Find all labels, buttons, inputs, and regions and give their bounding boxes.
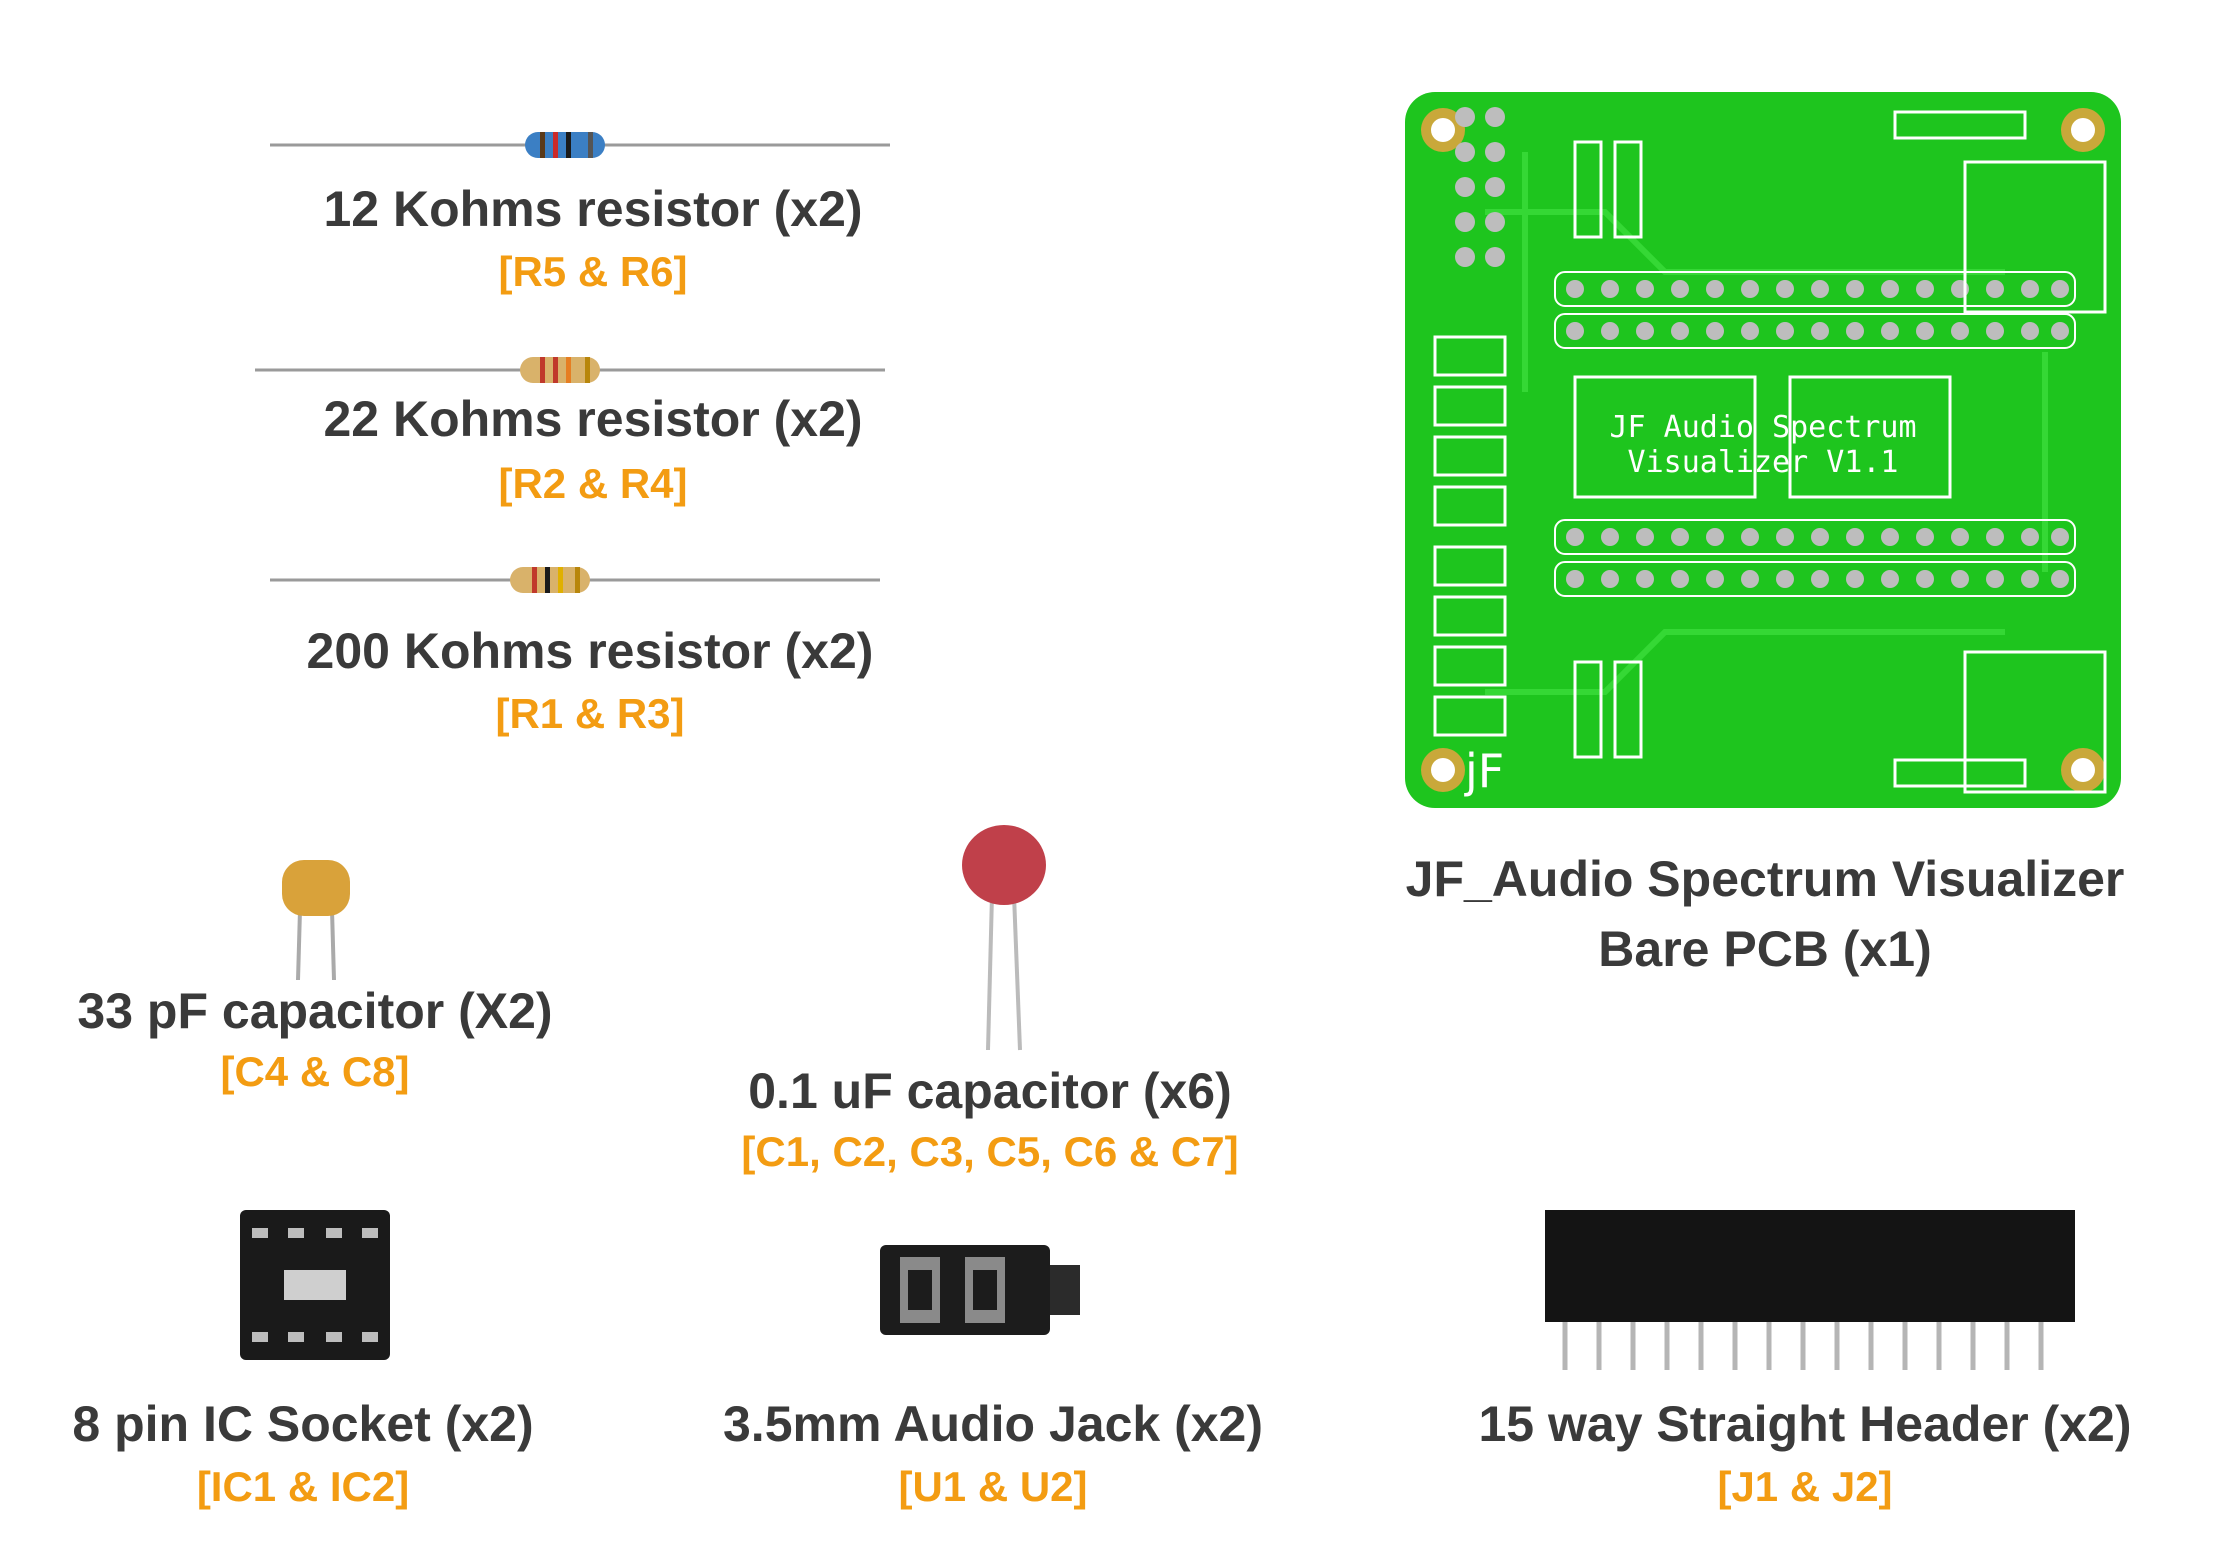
component-name: 8 pin IC Socket (x2)	[72, 1396, 534, 1452]
disc-capacitor-icon	[962, 825, 1046, 1051]
capacitor-33pf-image	[270, 855, 370, 985]
pcb-image: JF Audio Spectrum Visualizer V1.1 jF	[1405, 92, 2121, 808]
audio-jack-icon	[880, 1245, 1080, 1335]
capacitor-01uf-image	[950, 815, 1060, 1055]
component-ref: [IC1 & IC2]	[196, 1463, 410, 1510]
resistor-blue-icon	[270, 132, 890, 158]
component-ref: [R1 & R3]	[495, 690, 685, 737]
pcb-title-line1: JF Audio Spectrum	[1609, 410, 1916, 445]
ceramic-capacitor-icon	[282, 860, 350, 981]
resistor-tan-icon	[255, 357, 885, 383]
resistor-22k-image	[255, 345, 885, 395]
component-ref: [C4 & C8]	[220, 1048, 410, 1095]
component-name: 12 Kohms resistor (x2)	[323, 181, 863, 237]
component-ref: [U1 & U2]	[898, 1463, 1088, 1510]
component-ref: [J1 & J2]	[1717, 1463, 1893, 1510]
component-name: 3.5mm Audio Jack (x2)	[722, 1396, 1264, 1452]
ic-socket-icon	[240, 1210, 390, 1360]
component-name: 0.1 uF capacitor (x6)	[748, 1063, 1232, 1119]
component-name: 22 Kohms resistor (x2)	[323, 391, 863, 447]
pcb-icon: JF Audio Spectrum Visualizer V1.1 jF	[1405, 92, 2121, 808]
resistor-tan-icon	[270, 567, 880, 593]
component-name: JF_Audio Spectrum Visualizer	[1405, 851, 2125, 907]
component-ref: [R5 & R6]	[498, 248, 688, 295]
component-ref: [C1, C2, C3, C5, C6 & C7]	[741, 1128, 1239, 1175]
component-ref: [R2 & R4]	[498, 460, 688, 507]
component-name: 15 way Straight Header (x2)	[1478, 1396, 2132, 1452]
resistor-200k-image	[270, 555, 880, 605]
ic-socket-image	[240, 1210, 390, 1360]
audio-jack-image	[870, 1235, 1090, 1345]
component-name-line2: Bare PCB (x1)	[1598, 921, 1932, 977]
component-name: 33 pF capacitor (X2)	[77, 983, 553, 1039]
resistor-12k-image	[270, 120, 890, 170]
pin-header-icon	[1545, 1210, 2075, 1370]
pin-header-image	[1545, 1210, 2075, 1370]
component-name: 200 Kohms resistor (x2)	[306, 623, 874, 679]
pcb-logo: jF	[1464, 744, 1504, 798]
pcb-title-line2: Visualizer V1.1	[1628, 445, 1899, 480]
